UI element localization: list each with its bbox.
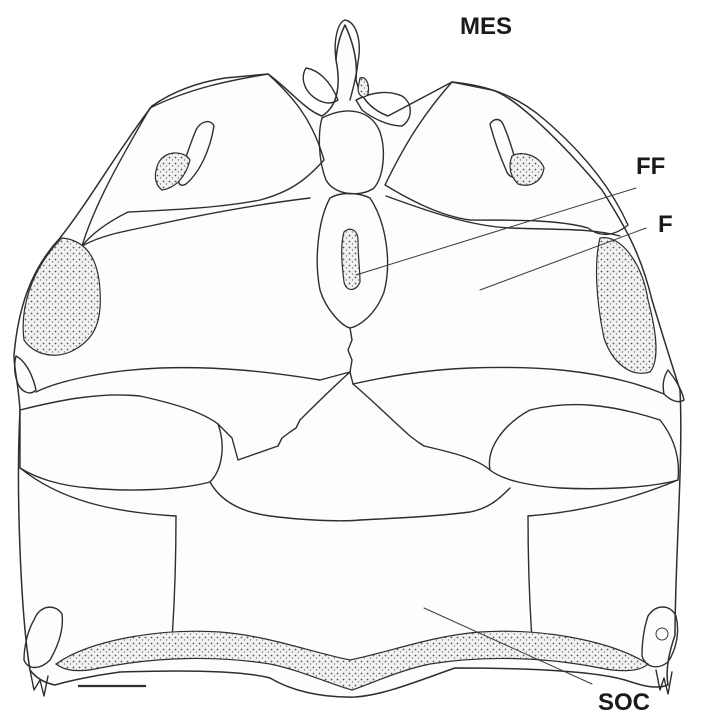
mesethmoid-left-wing (303, 68, 338, 103)
frontal-fontanel-opening (342, 229, 360, 289)
mesethmoid-right-wing-stipple (358, 78, 369, 97)
label-mes: MES (460, 13, 512, 40)
label-f: F (658, 211, 673, 238)
label-soc: SOC (598, 689, 650, 716)
left-sphenotic-pad (23, 238, 100, 355)
skull-outline (14, 25, 681, 697)
label-ff: FF (636, 153, 665, 180)
